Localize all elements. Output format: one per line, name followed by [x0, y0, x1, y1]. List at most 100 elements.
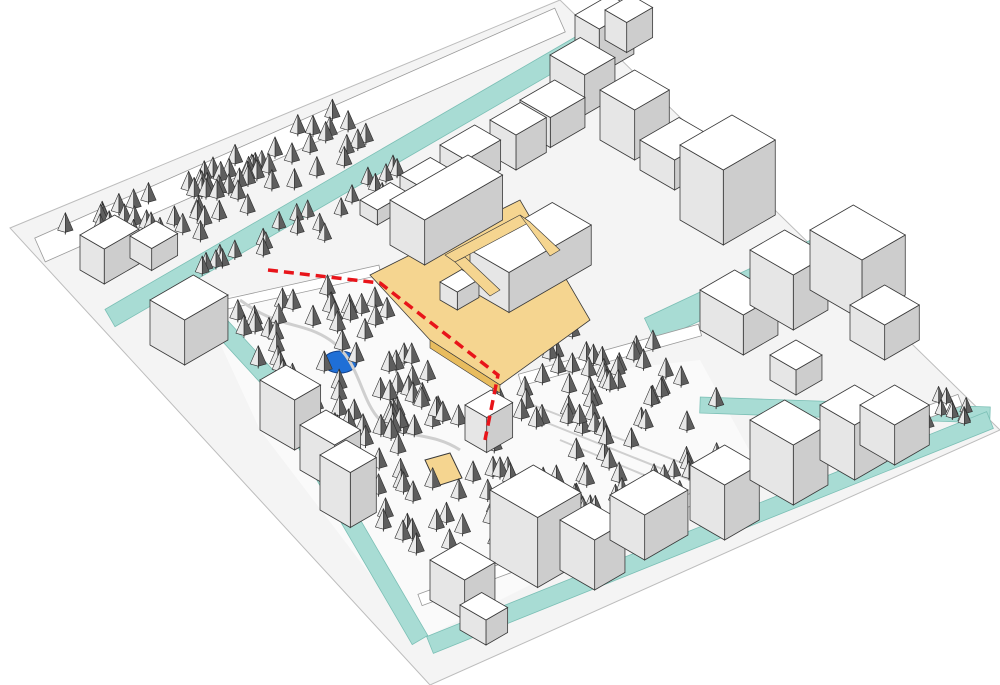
building-park-pavilion [464, 389, 514, 454]
tree [271, 211, 287, 232]
tree-canopy-light [283, 142, 293, 163]
tree [317, 121, 334, 144]
tree-canopy-light [382, 417, 392, 440]
tree-canopy-light [110, 193, 120, 214]
tree [381, 379, 399, 403]
tree-canopy-light [229, 299, 239, 321]
tree [196, 205, 213, 228]
building-roof [489, 464, 582, 518]
tree [367, 304, 385, 328]
tree-canopy-light [644, 329, 654, 351]
tree [464, 460, 482, 484]
tree-canopy-light [679, 451, 688, 471]
tree-canopy-light [559, 403, 569, 425]
tree [125, 188, 142, 211]
tree-canopy-light [381, 379, 391, 401]
tree-canopy-light [378, 297, 388, 319]
tree-canopy-light [308, 156, 318, 177]
tree-canopy-light [708, 387, 717, 408]
tree-canopy-light [289, 203, 297, 222]
building-w-2 [129, 220, 179, 272]
tree-canopy-light [561, 373, 570, 394]
tree-canopy-light [582, 387, 592, 408]
tree [235, 314, 253, 338]
tree-canopy-light [571, 403, 580, 425]
tree-canopy-light [329, 310, 338, 332]
tree [450, 404, 467, 428]
building-e-1 [679, 114, 777, 246]
tree-canopy-light [336, 146, 345, 167]
tree [357, 122, 374, 145]
tree-canopy-light [378, 163, 387, 182]
tree-canopy-light [484, 455, 494, 478]
tree [194, 255, 210, 276]
tree [344, 184, 360, 205]
tree [600, 447, 618, 471]
building-roof [319, 439, 378, 473]
tree-canopy-light [344, 184, 353, 203]
tree-canopy-light [300, 199, 308, 219]
tree [300, 199, 316, 220]
building-roof [79, 214, 140, 250]
tree-canopy-light [286, 168, 295, 189]
yellow-frame-edge [429, 339, 501, 394]
tree-canopy-light [260, 316, 270, 339]
tree-canopy-light [601, 370, 611, 391]
tree-canopy-light [227, 239, 236, 259]
tree-canopy-light [404, 381, 414, 403]
tree-canopy-light [610, 461, 620, 483]
tree-canopy-light [194, 255, 203, 275]
building-roof [769, 339, 823, 371]
tree [308, 156, 325, 179]
tree-canopy-light [333, 197, 342, 216]
tree-canopy-light [322, 292, 331, 314]
tree [192, 220, 209, 243]
tree-canopy-light [637, 408, 646, 430]
tree [403, 342, 421, 366]
tree-canopy-light [319, 274, 328, 296]
tree-canopy-light [633, 406, 642, 428]
tree-canopy-light [413, 386, 422, 408]
tree-canopy-light [271, 211, 280, 230]
tree-canopy-light [317, 222, 325, 242]
tree [356, 318, 374, 342]
tree [333, 197, 349, 218]
tree-canopy-light [527, 406, 537, 428]
building-roof [429, 542, 496, 581]
tree-canopy-light [404, 480, 414, 502]
red-dashed-route [267, 268, 500, 441]
tree-canopy-light [192, 220, 201, 241]
tree-canopy-light [304, 114, 314, 136]
surrounding-buildings [79, 0, 931, 646]
tree-canopy-light [315, 350, 325, 372]
tree-canopy-light [339, 110, 349, 131]
tree [366, 286, 384, 310]
tree-canopy-light [166, 205, 175, 226]
tree-canopy-light [625, 340, 635, 361]
tree [427, 508, 445, 532]
tree [378, 297, 396, 321]
tree-canopy-light [534, 363, 543, 384]
tree [672, 365, 690, 388]
building-s-9 [459, 592, 509, 646]
tree-canopy-light [594, 346, 603, 367]
tree [286, 168, 303, 191]
tree-canopy-light [341, 299, 351, 321]
tree [643, 385, 660, 408]
tree-canopy-light [266, 136, 276, 157]
tree-canopy-light [580, 356, 590, 377]
tree [580, 356, 597, 379]
tree [333, 329, 351, 353]
tree-canopy-light [374, 508, 384, 530]
tree-canopy-light [268, 331, 277, 354]
tree [208, 178, 226, 201]
tree [317, 222, 333, 243]
tree [255, 237, 271, 258]
tree [239, 164, 257, 187]
tree [140, 182, 157, 205]
tree-canopy-light [598, 424, 607, 446]
tree-canopy-light [367, 304, 376, 326]
tree-canopy-light [516, 376, 526, 398]
tree-canopy-light [312, 212, 320, 232]
tree [315, 350, 333, 374]
